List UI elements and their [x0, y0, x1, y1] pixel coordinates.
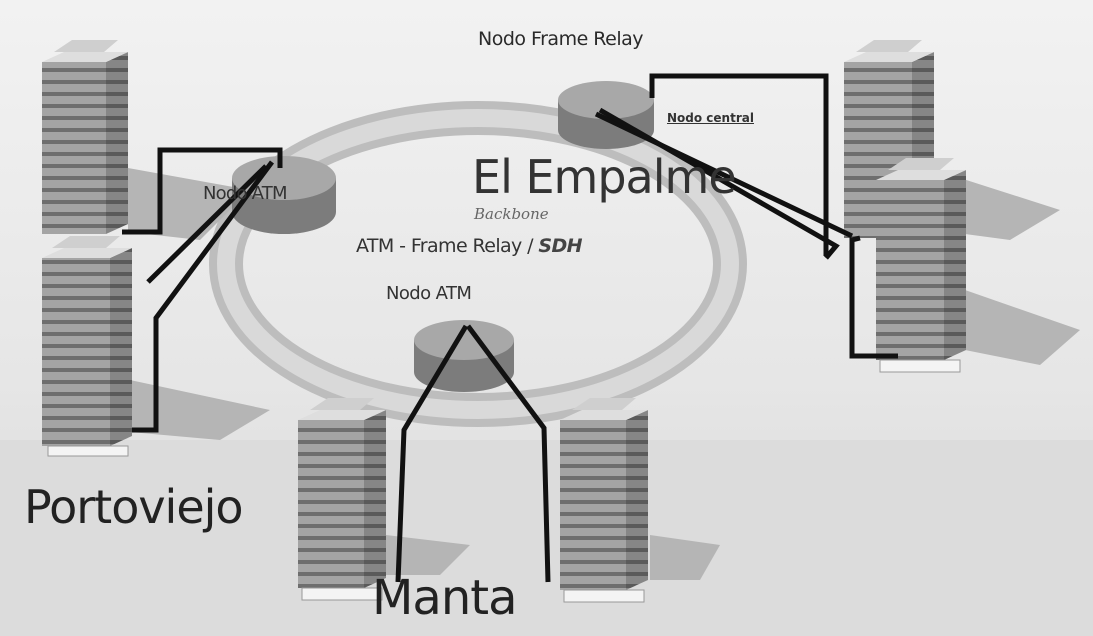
connection-lines: [122, 73, 898, 583]
technology-main-text: ATM - Frame Relay /: [356, 235, 539, 257]
network-node-icon: [232, 156, 336, 234]
building-icon: [298, 398, 386, 601]
connection-line: [465, 324, 551, 583]
connection-line: [395, 324, 469, 583]
building-icon: [876, 158, 966, 373]
frame-relay-node-label: Nodo Frame Relay: [478, 28, 644, 50]
technology-label: ATM - Frame Relay / SDH: [356, 235, 583, 257]
city-manta-label: Manta: [372, 570, 517, 626]
connection-line: [132, 160, 275, 433]
connection-line: [598, 107, 840, 260]
hub-city-label: El Empalme: [472, 150, 737, 204]
technology-sdh-text: SDH: [538, 235, 582, 257]
connection-line: [146, 164, 268, 284]
connection-line: [849, 235, 898, 359]
central-node-label: Nodo central: [667, 111, 754, 125]
connection-line: [649, 73, 829, 256]
building-icon: [42, 40, 128, 234]
building-icon: [560, 398, 648, 603]
atm-node-bottom-label: Nodo ATM: [386, 283, 472, 304]
backbone-ring: [209, 101, 747, 427]
network-node-icon: [558, 81, 654, 149]
backbone-label: Backbone: [474, 205, 549, 223]
connection-line: [122, 147, 283, 235]
city-portoviejo-label: Portoviejo: [24, 480, 244, 534]
building-icon: [42, 236, 132, 457]
atm-node-left-label: Nodo ATM: [203, 183, 287, 204]
